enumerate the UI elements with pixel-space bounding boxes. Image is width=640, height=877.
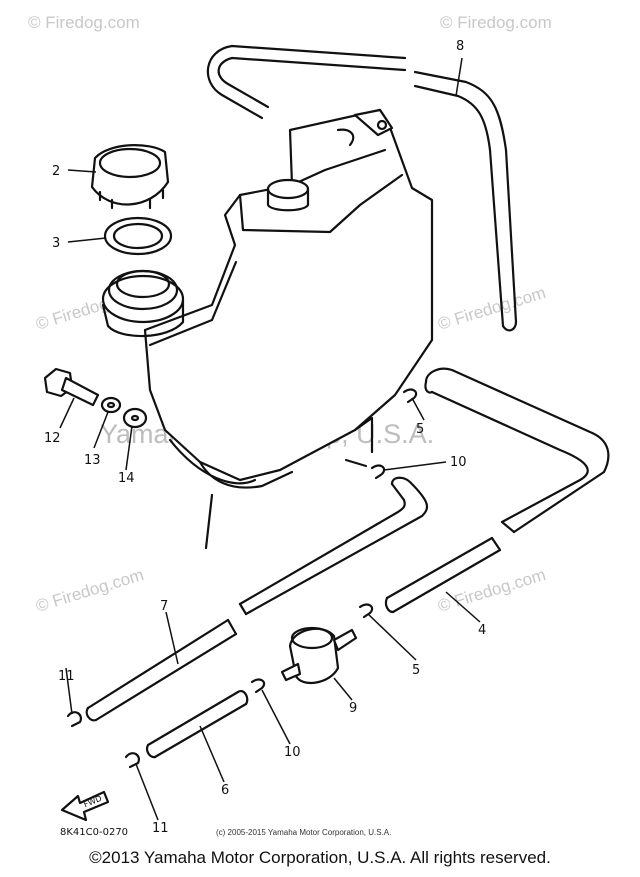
callout-5-lower: 5	[412, 663, 420, 678]
filler-neck	[101, 269, 185, 338]
callout-5-upper: 5	[416, 422, 424, 437]
figure-code: 8K41C0-0270	[60, 827, 128, 838]
callout-4: 4	[478, 623, 486, 638]
cap-gasket	[103, 216, 173, 256]
breather-hose	[206, 44, 518, 332]
callout-14: 14	[118, 471, 135, 486]
callout-6: 6	[221, 783, 229, 798]
callout-11-upper: 11	[58, 669, 75, 684]
callout-12: 12	[44, 431, 61, 446]
footer-copyright: ©2013 Yamaha Motor Corporation, U.S.A. A…	[89, 848, 551, 867]
tank-cap	[90, 144, 170, 210]
plain-washer	[122, 407, 148, 429]
callout-9: 9	[349, 701, 357, 716]
small-copyright: (c) 2005-2015 Yamaha Motor Corporation, …	[216, 828, 391, 837]
mounting-bolt	[43, 367, 100, 407]
callout-7: 7	[160, 599, 168, 614]
hose-4	[384, 536, 502, 614]
overflow-hose	[424, 367, 610, 534]
callout-13: 13	[84, 453, 101, 468]
watermark-top-right: © Firedog.com	[440, 13, 552, 32]
callout-10-lower: 10	[284, 745, 301, 760]
hose-6	[146, 690, 249, 759]
watermark-low-left: © Firedog.com	[34, 565, 146, 616]
callout-2: 2	[52, 164, 60, 179]
reservoir-tank	[143, 108, 434, 550]
callouts: 2 3 12 13 14 8 5 10 7 4 5 11 9 10 6 11	[44, 39, 486, 836]
watermark-mid-right: © Firedog.com	[436, 283, 548, 334]
callout-8: 8	[456, 39, 464, 54]
leader-lines	[59, 57, 481, 821]
fwd-arrow: FWD	[60, 790, 110, 822]
callout-11-lower: 11	[152, 821, 169, 836]
watermark-low-right: © Firedog.com	[436, 565, 548, 616]
watermark-top-left: © Firedog.com	[28, 13, 140, 32]
callout-10-upper: 10	[450, 455, 467, 470]
callout-3: 3	[52, 236, 60, 251]
tank-outlet-hose	[238, 476, 429, 616]
fuel-filter	[280, 626, 358, 685]
spring-washer	[100, 396, 122, 414]
clamps	[66, 388, 418, 769]
hose-7	[85, 618, 238, 722]
